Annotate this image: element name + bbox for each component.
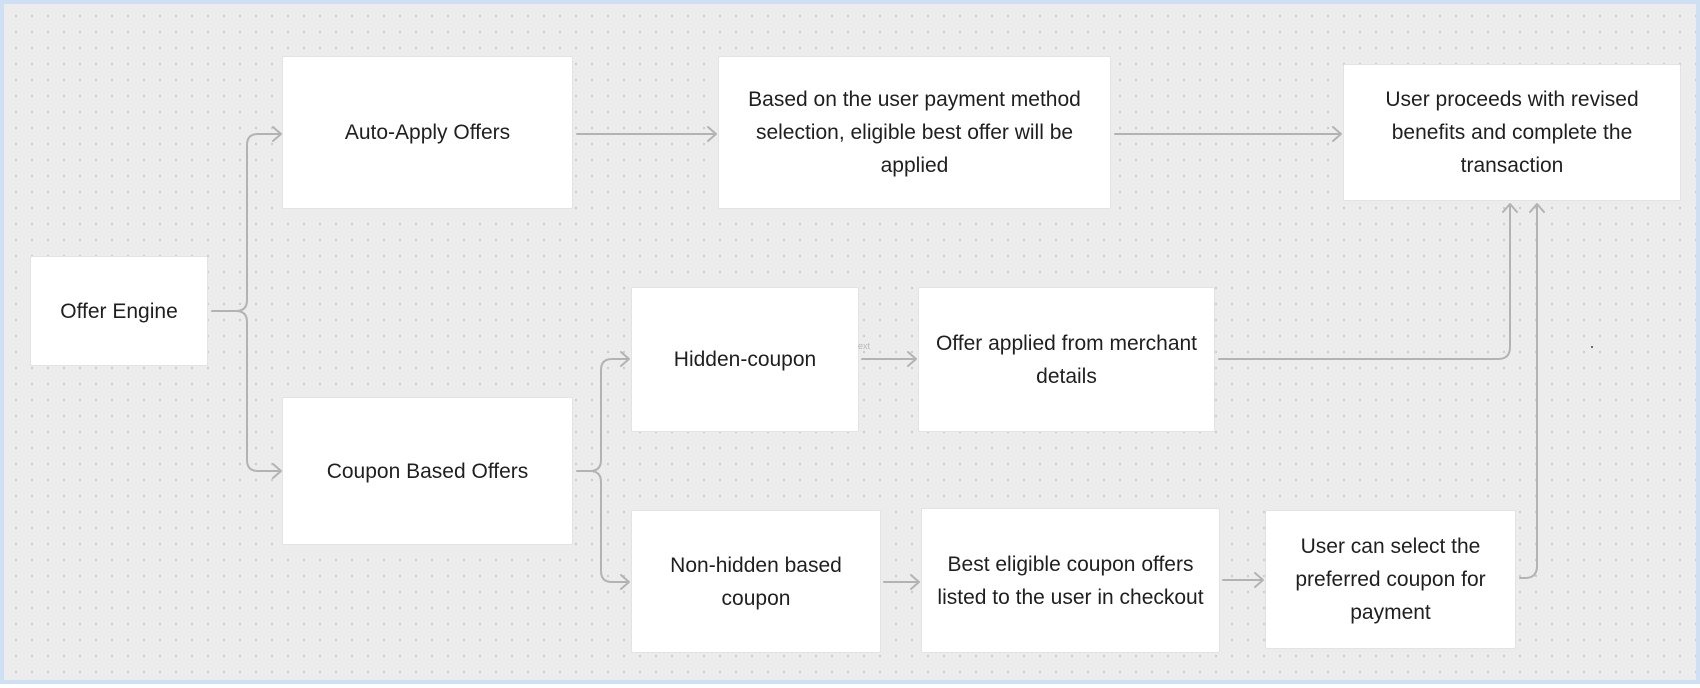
node-coupon-based-offers[interactable]: Coupon Based Offers: [282, 397, 573, 545]
connector-engine-to-coupon: [235, 310, 281, 472]
arrowhead-coupon: [272, 463, 282, 479]
arrowhead-merchant: [907, 351, 917, 367]
edge-label: ext: [858, 341, 871, 351]
node-label: Hidden-coupon: [673, 348, 817, 371]
node-offer-engine[interactable]: Offer Engine: [30, 256, 208, 366]
node-label: Best eligible coupon offers listed to th…: [937, 552, 1204, 609]
node-label: Auto-Apply Offers: [344, 121, 511, 144]
connector-engine-to-auto-apply: [211, 133, 281, 312]
node-label: Offer Engine: [60, 299, 178, 323]
node-best-eligible-offers[interactable]: Best eligible coupon offers listed to th…: [921, 508, 1220, 653]
node-auto-apply-offers[interactable]: Auto-Apply Offers: [282, 56, 573, 209]
node-auto-apply-detail[interactable]: Based on the user payment method selecti…: [718, 56, 1111, 209]
node-hidden-coupon[interactable]: Hidden-coupon: [631, 287, 859, 432]
arrowhead-hidden: [620, 351, 630, 367]
arrowhead-nonhidden: [620, 574, 630, 590]
node-label: Non-hidden based coupon: [670, 553, 842, 610]
arrowhead-auto-detail: [707, 126, 717, 142]
node-user-select-coupon[interactable]: User can select the preferred coupon for…: [1265, 510, 1516, 649]
arrowhead-proceeds-up-2: [1529, 203, 1545, 213]
connector-merchant-to-proceeds: [1218, 204, 1511, 360]
arrowhead-proceeds-up-1: [1502, 203, 1518, 213]
arrowhead-select: [1254, 572, 1264, 588]
arrowhead-best: [910, 574, 920, 590]
node-label: Based on the user payment method selecti…: [748, 88, 1081, 177]
connector-select-to-proceeds: [1519, 204, 1538, 579]
stray-dot: [1591, 346, 1593, 348]
arrowhead-auto-apply: [272, 126, 282, 142]
node-user-proceeds[interactable]: User proceeds with revised benefits and …: [1343, 64, 1681, 201]
connector-coupon-to-hidden: [576, 358, 629, 472]
node-label: Offer applied from merchant details: [935, 331, 1198, 388]
node-label: User proceeds with revised benefits and …: [1385, 88, 1639, 177]
arrowhead-proceeds: [1332, 126, 1342, 142]
node-non-hidden-coupon[interactable]: Non-hidden based coupon: [631, 510, 881, 653]
node-merchant-offer[interactable]: Offer applied from merchant details: [918, 287, 1215, 432]
node-label: Coupon Based Offers: [326, 459, 529, 483]
connector-coupon-to-nonhidden: [589, 470, 629, 583]
node-label: User can select the preferred coupon for…: [1295, 535, 1486, 624]
